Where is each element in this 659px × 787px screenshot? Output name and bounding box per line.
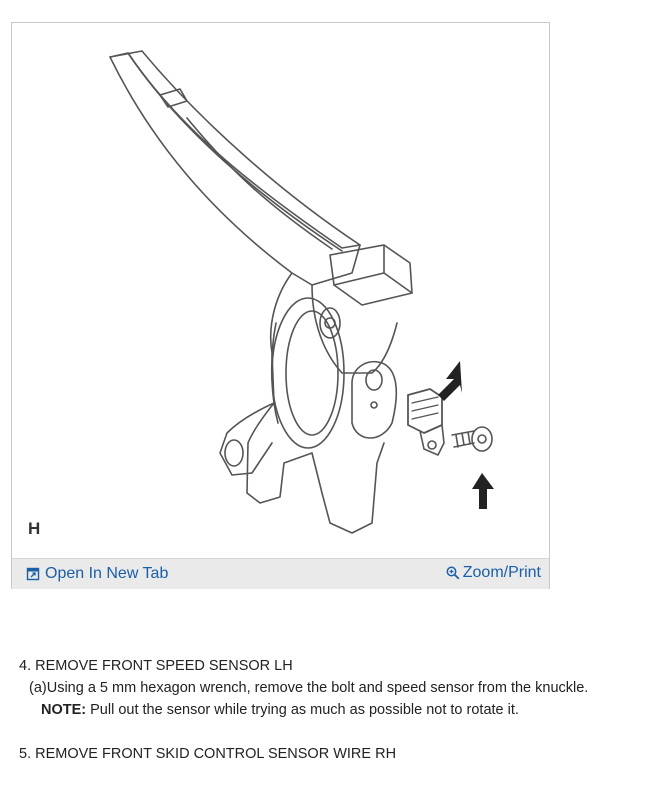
procedure-steps: 4. REMOVE FRONT SPEED SENSOR LH (a)Using…: [19, 655, 649, 765]
step-4-title: 4. REMOVE FRONT SPEED SENSOR LH: [19, 658, 293, 674]
open-in-new-tab-label: Open In New Tab: [45, 565, 169, 582]
note-text: Pull out the sensor while trying as much…: [86, 702, 519, 718]
note-label: NOTE:: [41, 702, 87, 718]
figure-card: H Open In New Tab Zoom/Print: [11, 22, 550, 589]
figure-code-label: H: [28, 519, 42, 538]
figure-toolbar: Open In New Tab Zoom/Print: [12, 558, 549, 589]
magnifier-icon: [446, 566, 460, 580]
zoom-print-label: Zoom/Print: [462, 564, 541, 581]
steering-knuckle-illustration: [109, 50, 494, 534]
open-in-new-tab-link[interactable]: Open In New Tab: [26, 565, 168, 583]
step-4-instruction: (a)Using a 5 mm hexagon wrench, remove t…: [29, 680, 589, 696]
step-4-note: NOTE: Pull out the sensor while trying a…: [41, 699, 649, 721]
zoom-print-link[interactable]: Zoom/Print: [446, 564, 541, 582]
new-tab-icon: [26, 567, 40, 581]
step-5-title: 5. REMOVE FRONT SKID CONTROL SENSOR WIRE…: [19, 746, 397, 762]
